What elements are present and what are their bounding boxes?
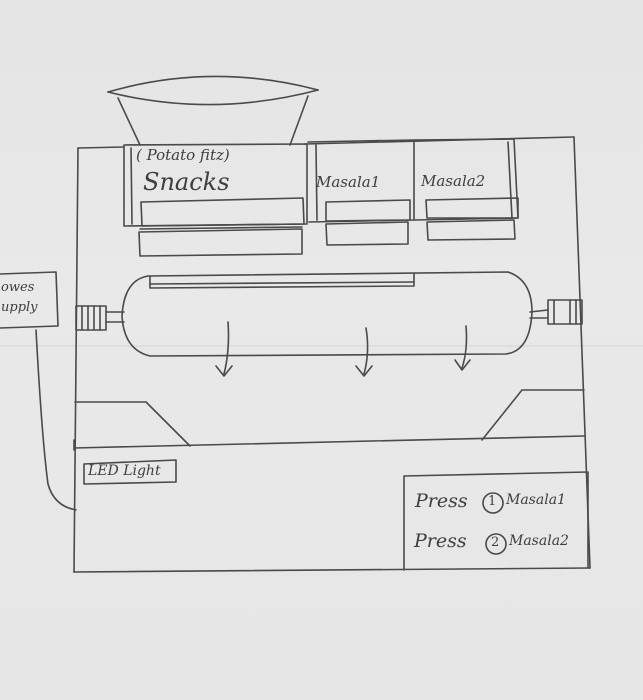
press1-prefix: Press [415, 490, 468, 512]
snacks-container [123, 143, 308, 257]
masala2-label: Masala2 [421, 172, 486, 190]
press2-target: Masala2 [509, 533, 569, 549]
motor-right [529, 299, 583, 325]
collection-chute [73, 389, 585, 451]
power-supply-label-2: upply [1, 300, 38, 315]
snacks-note: ( Potato fitz) [136, 146, 230, 164]
led-light-label: LED Light [88, 463, 161, 479]
button-2-circle [485, 533, 507, 555]
button-2-number: 2 [491, 535, 500, 550]
button-1-circle [482, 492, 504, 514]
led-light-box [83, 459, 177, 485]
roasting-drum [121, 271, 533, 357]
paper-fold [0, 345, 643, 347]
press1-target: Masala1 [506, 492, 566, 508]
press2-prefix: Press [414, 530, 467, 552]
button-1-number: 1 [488, 494, 497, 509]
masala2-container [413, 138, 519, 241]
drop-arrows [215, 321, 471, 377]
snacks-label: Snacks [143, 168, 230, 196]
button-panel [403, 471, 589, 571]
power-supply [0, 271, 77, 511]
masala1-label: Masala1 [316, 173, 381, 191]
motor-left [75, 305, 125, 331]
hopper [107, 75, 319, 146]
power-supply-label-1: owes [1, 280, 35, 295]
masala1-container [307, 139, 415, 246]
